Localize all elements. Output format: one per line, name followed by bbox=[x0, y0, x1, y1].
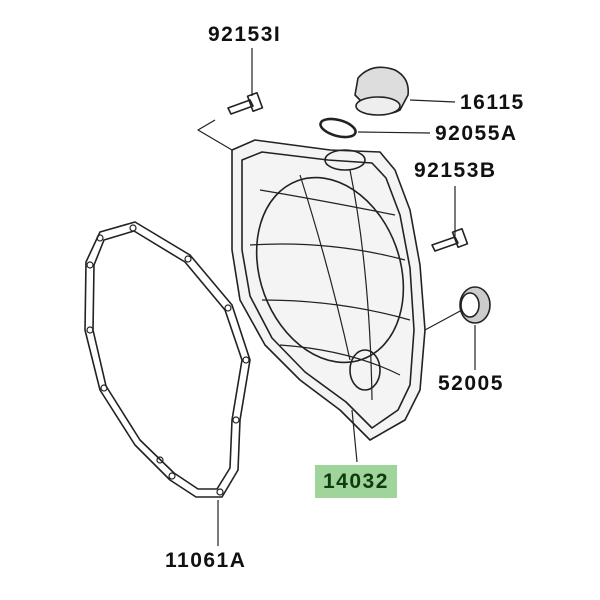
part-label-bolt-top[interactable]: 92153I bbox=[208, 23, 282, 46]
cover-dome bbox=[255, 176, 405, 364]
leader-lines bbox=[197, 48, 476, 546]
cap-shape[interactable] bbox=[354, 66, 410, 116]
cover-ribs bbox=[249, 169, 411, 401]
o-ring-shape[interactable] bbox=[319, 116, 358, 141]
part-label-clutch-cover[interactable]: 14032 bbox=[315, 465, 397, 498]
gasket-shape[interactable] bbox=[84, 221, 251, 498]
part-label-o-ring[interactable]: 92055A bbox=[435, 122, 518, 145]
clutch-cover-rim bbox=[241, 151, 415, 429]
oil-seal-shape[interactable] bbox=[459, 286, 491, 324]
part-label-bolt-right[interactable]: 92153B bbox=[414, 159, 497, 182]
gasket-holes bbox=[86, 224, 250, 496]
bolt-top-shape[interactable] bbox=[227, 91, 264, 115]
bolt-right-shape[interactable] bbox=[431, 227, 469, 252]
gasket-inner bbox=[92, 230, 243, 490]
clutch-cover-shape[interactable] bbox=[231, 139, 426, 441]
part-label-gasket[interactable]: 11061A bbox=[165, 549, 247, 572]
cover-cap-port bbox=[324, 149, 366, 171]
part-label-oil-seal[interactable]: 52005 bbox=[438, 372, 504, 395]
cover-oil-seal-port bbox=[349, 349, 381, 391]
part-label-cap[interactable]: 16115 bbox=[460, 91, 525, 114]
